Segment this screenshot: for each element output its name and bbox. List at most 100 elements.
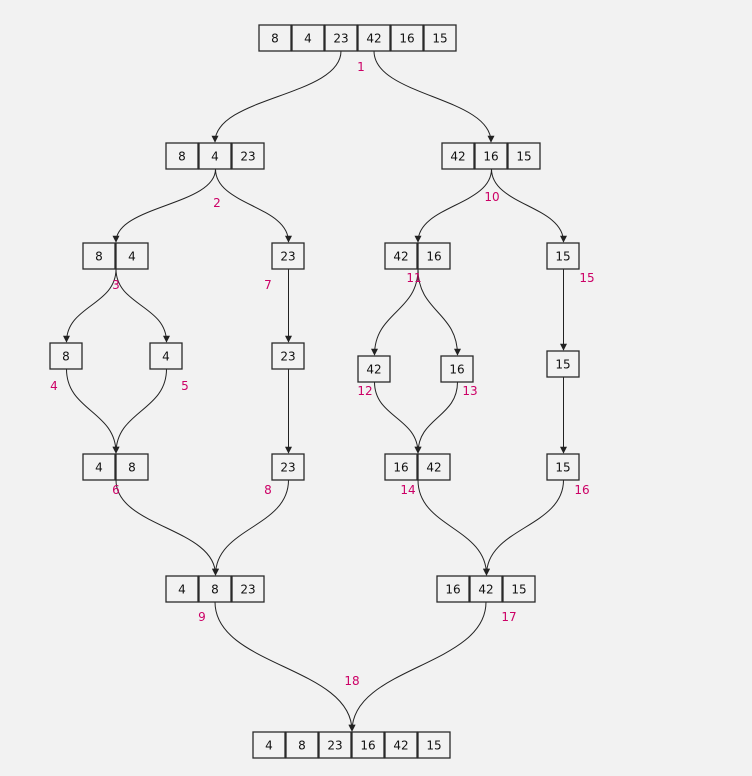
array-cell-value: 42	[393, 250, 408, 264]
array-cell	[417, 453, 451, 481]
array-cell	[231, 575, 265, 603]
array-cell-value: 8	[128, 461, 136, 475]
edge-n4-to-n9	[115, 268, 170, 343]
array-cell	[357, 355, 391, 383]
array-node-n7: 15	[546, 242, 580, 270]
array-cell-value: 15	[555, 461, 570, 475]
array-cell	[384, 242, 418, 270]
array-cell-value: 42	[393, 739, 408, 753]
array-cell	[440, 355, 474, 383]
array-cell	[271, 342, 305, 370]
edge-n9-to-n14	[112, 368, 167, 454]
step-label: 16	[574, 483, 589, 497]
array-cell	[285, 731, 319, 759]
edge-n2-to-n5	[215, 168, 292, 243]
array-cell-value: 23	[240, 583, 255, 597]
step-label: 7	[264, 278, 272, 292]
step-label: 8	[264, 483, 272, 497]
array-cell-value: 8	[178, 150, 186, 164]
edge-n3-to-n7	[491, 168, 567, 243]
array-cell	[417, 731, 451, 759]
array-cell	[417, 242, 451, 270]
array-cell	[436, 575, 470, 603]
array-cell-value: 23	[280, 350, 295, 364]
edge-n3-to-n6	[414, 168, 492, 243]
array-cell	[423, 24, 457, 52]
array-cell-value: 23	[240, 150, 255, 164]
edge-n4-to-n8	[63, 268, 117, 343]
array-cell	[384, 453, 418, 481]
array-cell	[115, 242, 149, 270]
array-cell-value: 42	[478, 583, 493, 597]
edge-n6-to-n11	[371, 268, 419, 356]
edge-n15-to-n18	[212, 479, 289, 576]
array-cell-value: 23	[280, 250, 295, 264]
array-cell	[384, 731, 418, 759]
array-cell-value: 15	[555, 250, 570, 264]
array-cell	[474, 142, 508, 170]
array-cell	[82, 453, 116, 481]
edge-n1-to-n2	[211, 50, 342, 143]
array-cell	[271, 453, 305, 481]
array-cell-value: 23	[333, 32, 348, 46]
array-cell-value: 42	[426, 461, 441, 475]
array-node-n10: 23	[271, 342, 305, 370]
edge-n19-to-n20	[348, 601, 487, 732]
array-cell-value: 4	[95, 461, 103, 475]
array-node-n15: 23	[271, 453, 305, 481]
array-cell	[390, 24, 424, 52]
array-cell-value: 16	[445, 583, 460, 597]
array-cell-value: 42	[366, 363, 381, 377]
array-cell	[351, 731, 385, 759]
array-cell	[546, 453, 580, 481]
step-label: 1	[357, 60, 365, 74]
step-label: 14	[400, 483, 415, 497]
step-label: 12	[357, 384, 372, 398]
array-node-n9: 4	[149, 342, 183, 370]
array-cell	[546, 350, 580, 378]
array-cell-value: 4	[162, 350, 170, 364]
array-cell	[115, 453, 149, 481]
array-cell	[271, 242, 305, 270]
step-label: 15	[579, 271, 594, 285]
array-cell-value: 23	[280, 461, 295, 475]
edges-layer	[63, 50, 567, 732]
edge-n2-to-n4	[112, 168, 216, 243]
array-cell-value: 15	[511, 583, 526, 597]
array-cell-value: 15	[516, 150, 531, 164]
array-node-n8: 8	[49, 342, 83, 370]
array-cell	[82, 242, 116, 270]
array-cell	[507, 142, 541, 170]
step-label: 5	[181, 379, 189, 393]
array-node-n11: 42	[357, 355, 391, 383]
array-cell-value: 16	[393, 461, 408, 475]
edge-n14-to-n18	[115, 479, 219, 576]
array-cell-value: 8	[62, 350, 70, 364]
array-cell	[546, 242, 580, 270]
array-cell	[291, 24, 325, 52]
array-cell-value: 16	[360, 739, 375, 753]
array-cell	[165, 142, 199, 170]
array-cell-value: 8	[271, 32, 279, 46]
array-cell	[198, 575, 232, 603]
step-label: 11	[406, 271, 421, 285]
array-cell-value: 4	[178, 583, 186, 597]
edge-n6-to-n12	[417, 268, 461, 356]
step-label: 4	[50, 379, 58, 393]
array-cell	[469, 575, 503, 603]
array-cell-value: 42	[450, 150, 465, 164]
step-label: 18	[344, 674, 359, 688]
array-cell	[231, 142, 265, 170]
